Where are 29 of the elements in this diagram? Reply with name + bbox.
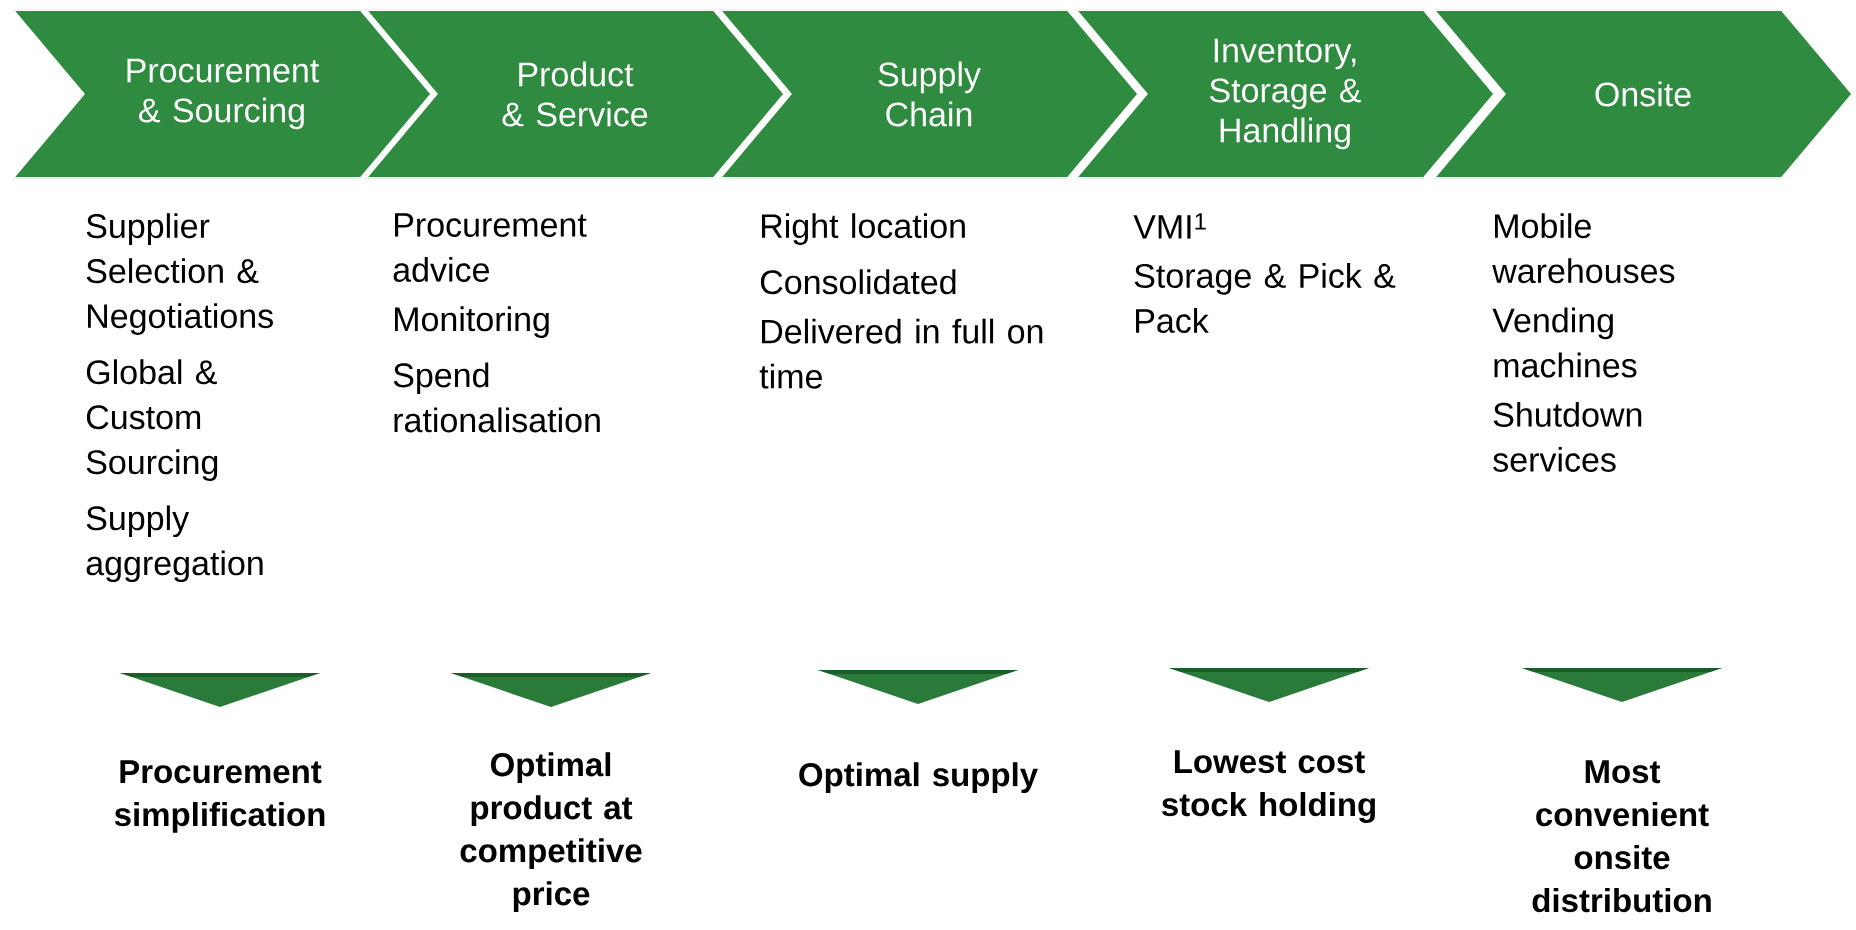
list-item: Shutdown services: [1493, 401, 1642, 472]
list-item: Vending machines: [1492, 307, 1637, 378]
list-item: Spend rationalisation: [393, 362, 600, 433]
outcome-text: Most convenient onsite distribution: [1532, 760, 1711, 913]
list-item: Right location: [762, 213, 965, 245]
down-triangle: [120, 673, 320, 707]
down-triangle: [451, 673, 651, 707]
process-step: Product & Service: [365, 9, 785, 179]
down-triangle: [1522, 668, 1722, 702]
down-triangle: [1169, 668, 1369, 702]
list-item: Global & Custom Sourcing: [86, 359, 218, 481]
list-item: Delivered in full on time: [759, 318, 1043, 389]
list-item: Consolidated: [760, 269, 956, 295]
outcome-text: Optimal supply: [799, 762, 1038, 793]
list-item: Mobile warehouses: [1492, 213, 1675, 284]
process-step: Onsite: [1433, 9, 1853, 179]
list-item: Supply aggregation: [86, 505, 263, 583]
process-step: Supply Chain: [719, 9, 1139, 179]
list-item: Storage & Pick & Pack: [1134, 263, 1396, 333]
outcome-text: Procurement simplification: [114, 760, 325, 833]
outcome-text: Lowest cost stock holding: [1162, 750, 1375, 823]
process-step: Procurement & Sourcing: [12, 9, 432, 179]
down-triangle: [818, 670, 1018, 704]
outcome-text: Optimal product at competitive price: [460, 752, 642, 912]
list-item: VMI$^{1}$: [1133, 213, 1206, 239]
list-item: Supplier Selection & Negotiations: [86, 213, 273, 335]
process-step: Inventory, Storage & Handling: [1075, 9, 1495, 179]
list-item: Procurement advice: [393, 213, 587, 282]
list-item: Monitoring: [395, 306, 549, 338]
